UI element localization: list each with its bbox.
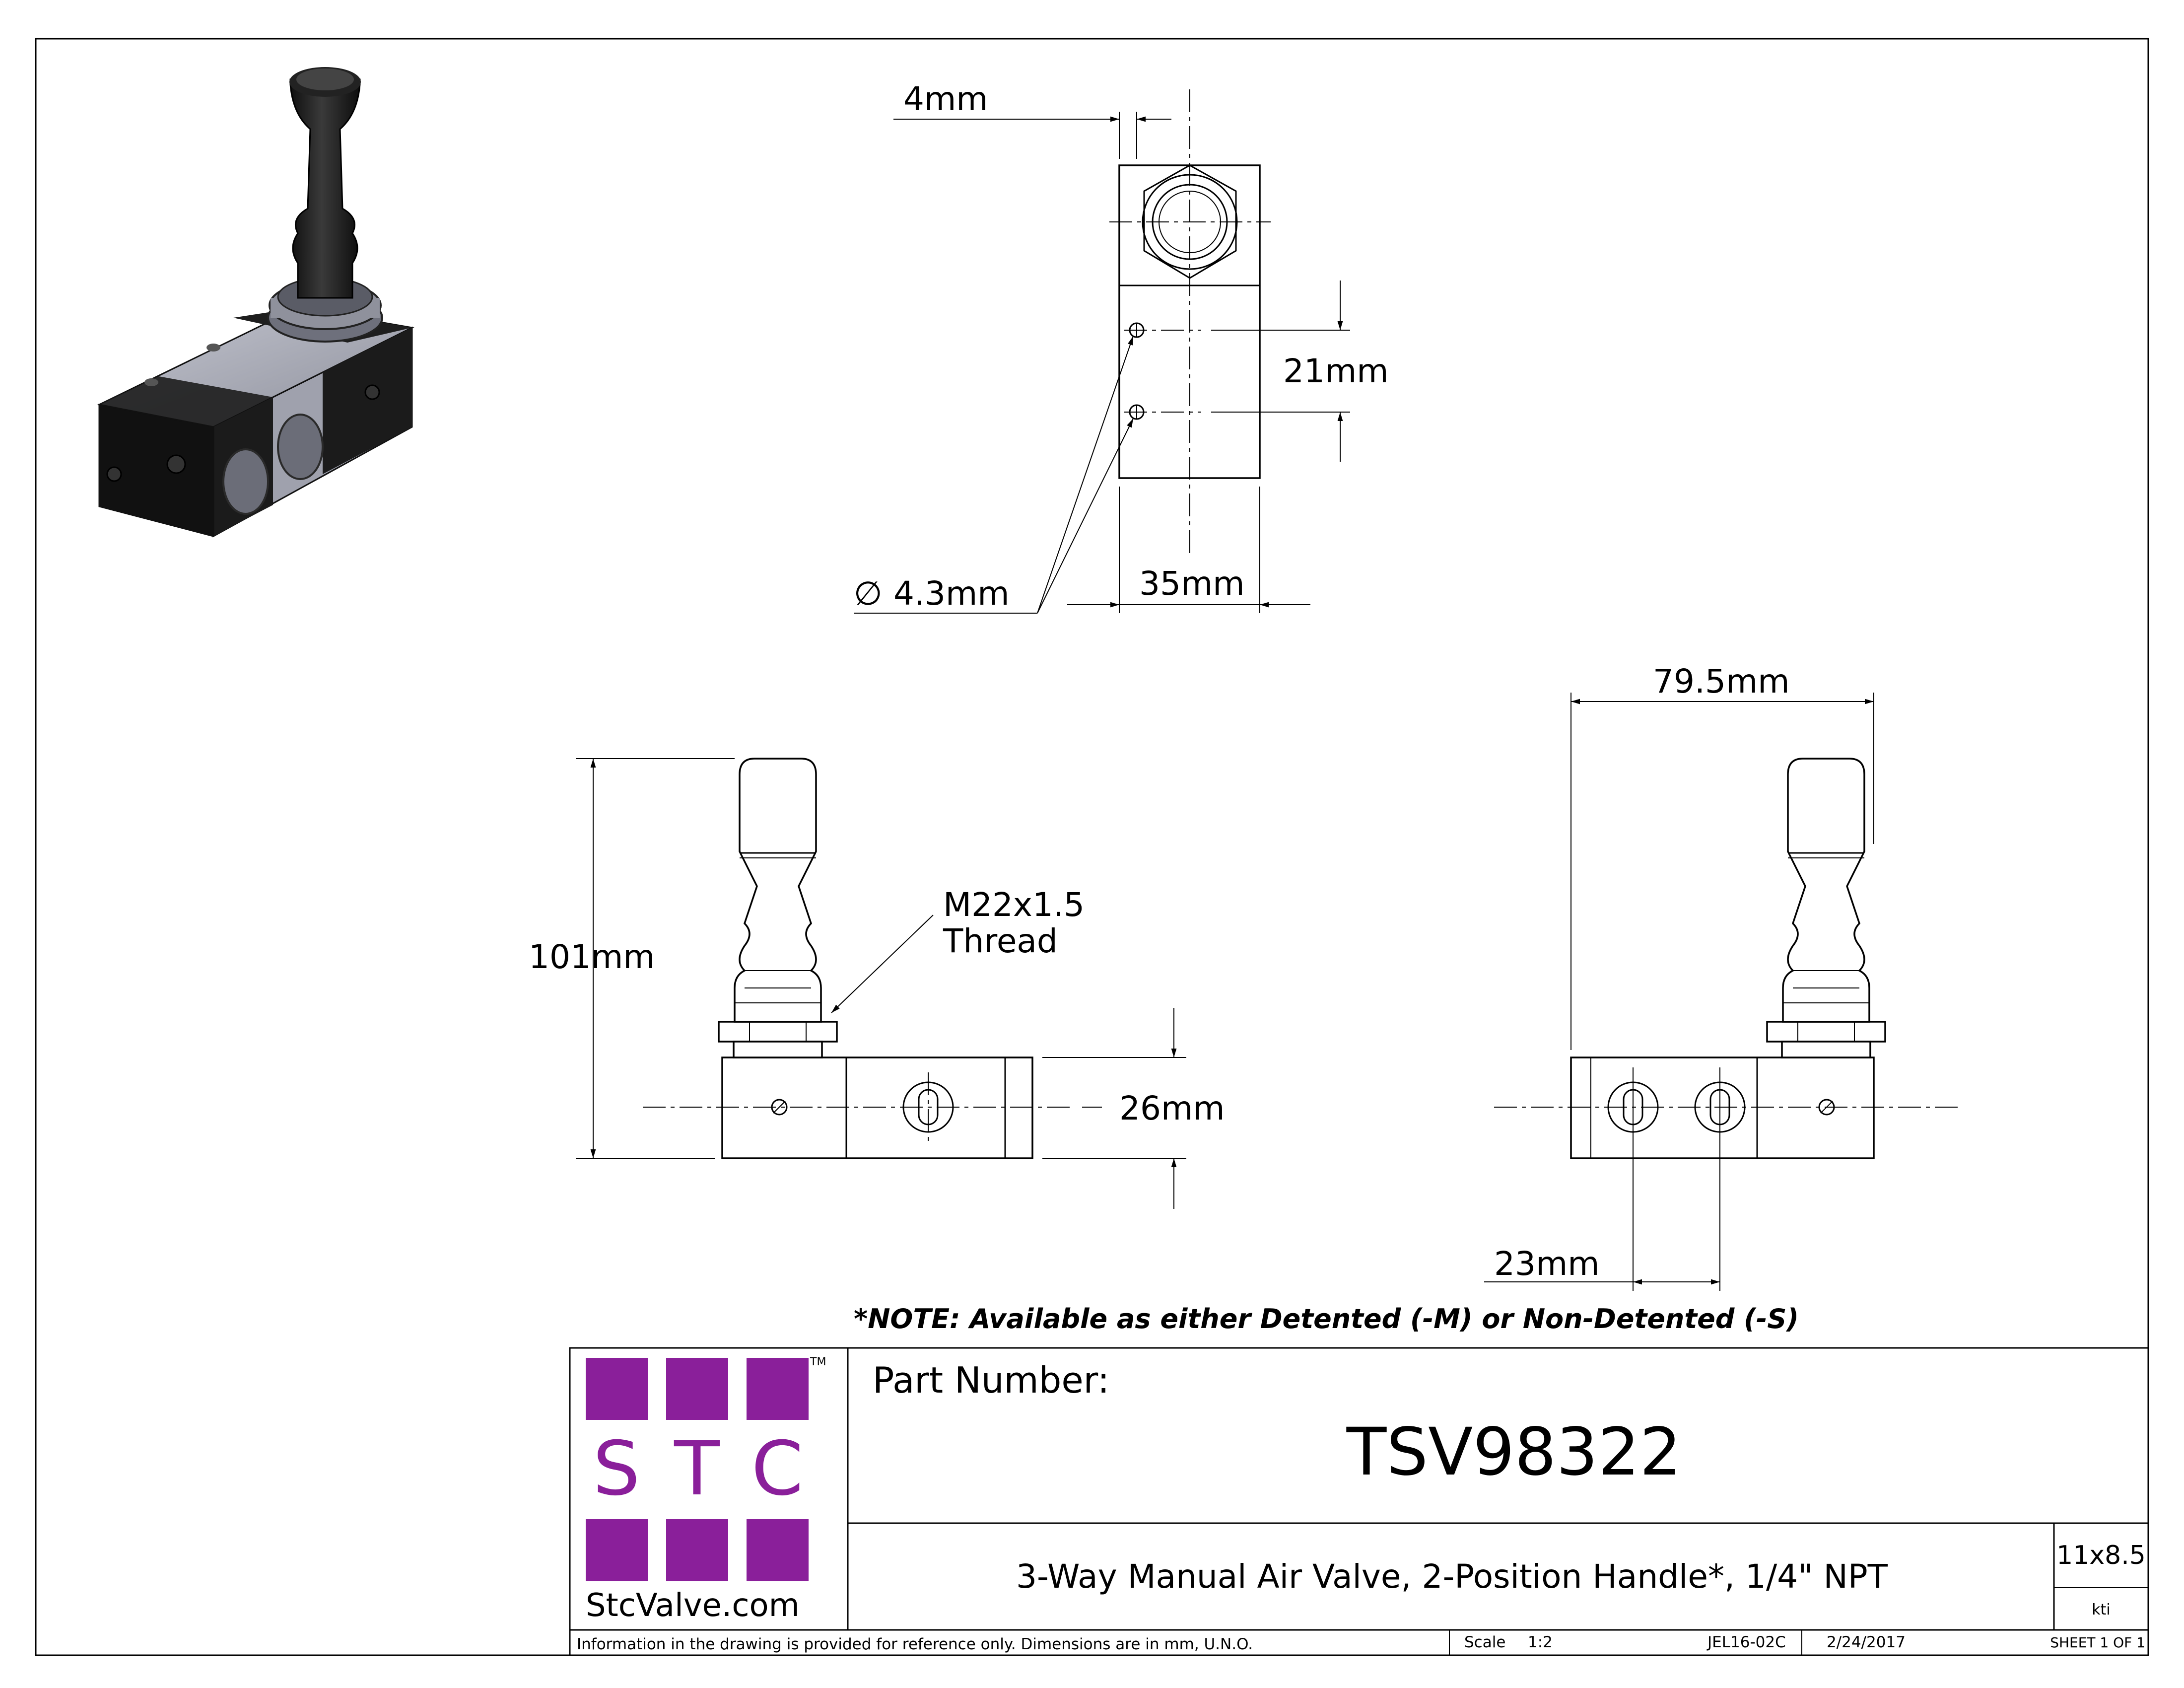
right-view [1484, 693, 1961, 1291]
dim-79-5mm: 79.5mm [1653, 662, 1790, 701]
sheet-number: SHEET 1 OF 1 [2050, 1634, 2145, 1651]
front-view [576, 758, 1186, 1209]
dim-4mm: 4mm [903, 80, 988, 118]
sheet-size: 11x8.5 [2056, 1541, 2146, 1570]
thread-label-line1: M22x1.5 [943, 886, 1085, 924]
top-view [854, 89, 1350, 614]
diameter-symbol: ∅ [854, 574, 883, 613]
part-number: TSV98322 [1346, 1414, 1682, 1490]
logo-letter-s: S [593, 1426, 640, 1512]
logo-letter-c: C [751, 1426, 804, 1512]
logo-website: StcValve.com [586, 1587, 800, 1624]
drawing-code: JEL16-02C [1706, 1633, 1786, 1651]
title-block [569, 1347, 2149, 1656]
thread-label-line2: Thread [943, 922, 1058, 960]
logo-letter-t: T [674, 1426, 720, 1512]
part-description: 3-Way Manual Air Valve, 2-Position Handl… [1016, 1557, 1888, 1596]
dim-35mm: 35mm [1139, 564, 1245, 603]
isometric-view [97, 67, 414, 538]
dim-26mm: 26mm [1119, 1089, 1225, 1127]
disclaimer: Information in the drawing is provided f… [577, 1635, 1253, 1653]
dim-101mm: 101mm [529, 938, 655, 976]
availability-note: *NOTE: Available as either Detented (-M)… [854, 1303, 1799, 1335]
dim-hole-diameter: 4.3mm [893, 574, 1010, 613]
part-number-label: Part Number: [873, 1359, 1109, 1401]
scale-label: Scale [1464, 1633, 1505, 1651]
scale-value: 1:2 [1528, 1633, 1553, 1651]
logo-trademark: TM [810, 1356, 826, 1368]
dim-21mm: 21mm [1283, 352, 1389, 390]
drawing-date: 2/24/2017 [1827, 1633, 1906, 1651]
stc-logo [586, 1358, 809, 1581]
drawn-by: kti [2092, 1601, 2110, 1618]
dim-23mm: 23mm [1494, 1245, 1600, 1283]
